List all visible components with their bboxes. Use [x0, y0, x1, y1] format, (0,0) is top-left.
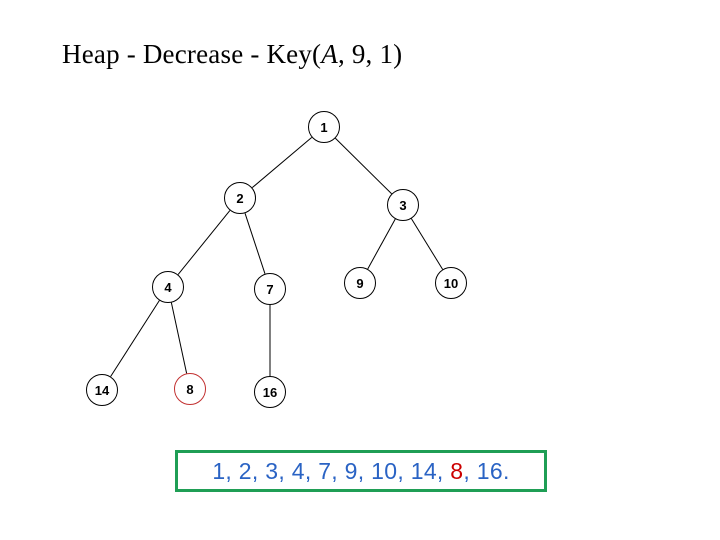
tree-node-label: 7	[266, 281, 274, 297]
tree-edge-4-8	[170, 302, 188, 374]
tree-node-9[interactable]: 9	[344, 267, 376, 299]
tree-node-3[interactable]: 3	[387, 189, 419, 221]
tree-node-14[interactable]: 14	[86, 374, 118, 406]
tree-edge-1-2	[251, 136, 313, 189]
tree-node-label: 3	[399, 197, 407, 213]
title-italic-param: A	[321, 39, 338, 69]
tree-edge-3-9	[367, 218, 396, 270]
tree-node-label: 9	[356, 275, 364, 291]
tree-node-2[interactable]: 2	[224, 182, 256, 214]
tree-node-7[interactable]: 7	[254, 273, 286, 305]
title-suffix: , 9, 1)	[337, 39, 403, 69]
tree-edge-2-7	[244, 213, 266, 274]
tree-edge-3-10	[410, 218, 444, 270]
result-caption-box: 1, 2, 3, 4, 7, 9, 10, 14, 8, 16.	[175, 450, 547, 492]
tree-node-label: 4	[164, 279, 172, 295]
tree-edge-4-14	[110, 300, 160, 377]
page-title: Heap - Decrease - Key(A, 9, 1)	[62, 38, 402, 70]
tree-node-label: 2	[236, 190, 244, 206]
tree-node-label: 14	[94, 382, 110, 398]
tree-node-8[interactable]: 8	[174, 373, 206, 405]
caption-highlight-value: 8	[450, 457, 464, 484]
tree-node-label: 1	[320, 119, 328, 135]
tree-node-10[interactable]: 10	[435, 267, 467, 299]
title-prefix: Heap - Decrease - Key(	[62, 39, 322, 69]
tree-node-1[interactable]: 1	[308, 111, 340, 143]
tree-edge-1-3	[335, 137, 392, 195]
caption-suffix: , 16.	[463, 457, 510, 484]
caption-prefix: 1, 2, 3, 4, 7, 9, 10, 14,	[212, 457, 451, 484]
tree-node-label: 10	[443, 275, 459, 291]
tree-edge-layer	[110, 136, 444, 377]
tree-node-label: 8	[186, 381, 194, 397]
tree-node-label: 16	[262, 384, 278, 400]
tree-node-4[interactable]: 4	[152, 271, 184, 303]
tree-node-16[interactable]: 16	[254, 376, 286, 408]
tree-edge-2-4	[177, 210, 231, 275]
result-caption-text: 1, 2, 3, 4, 7, 9, 10, 14, 8, 16.	[212, 458, 509, 485]
